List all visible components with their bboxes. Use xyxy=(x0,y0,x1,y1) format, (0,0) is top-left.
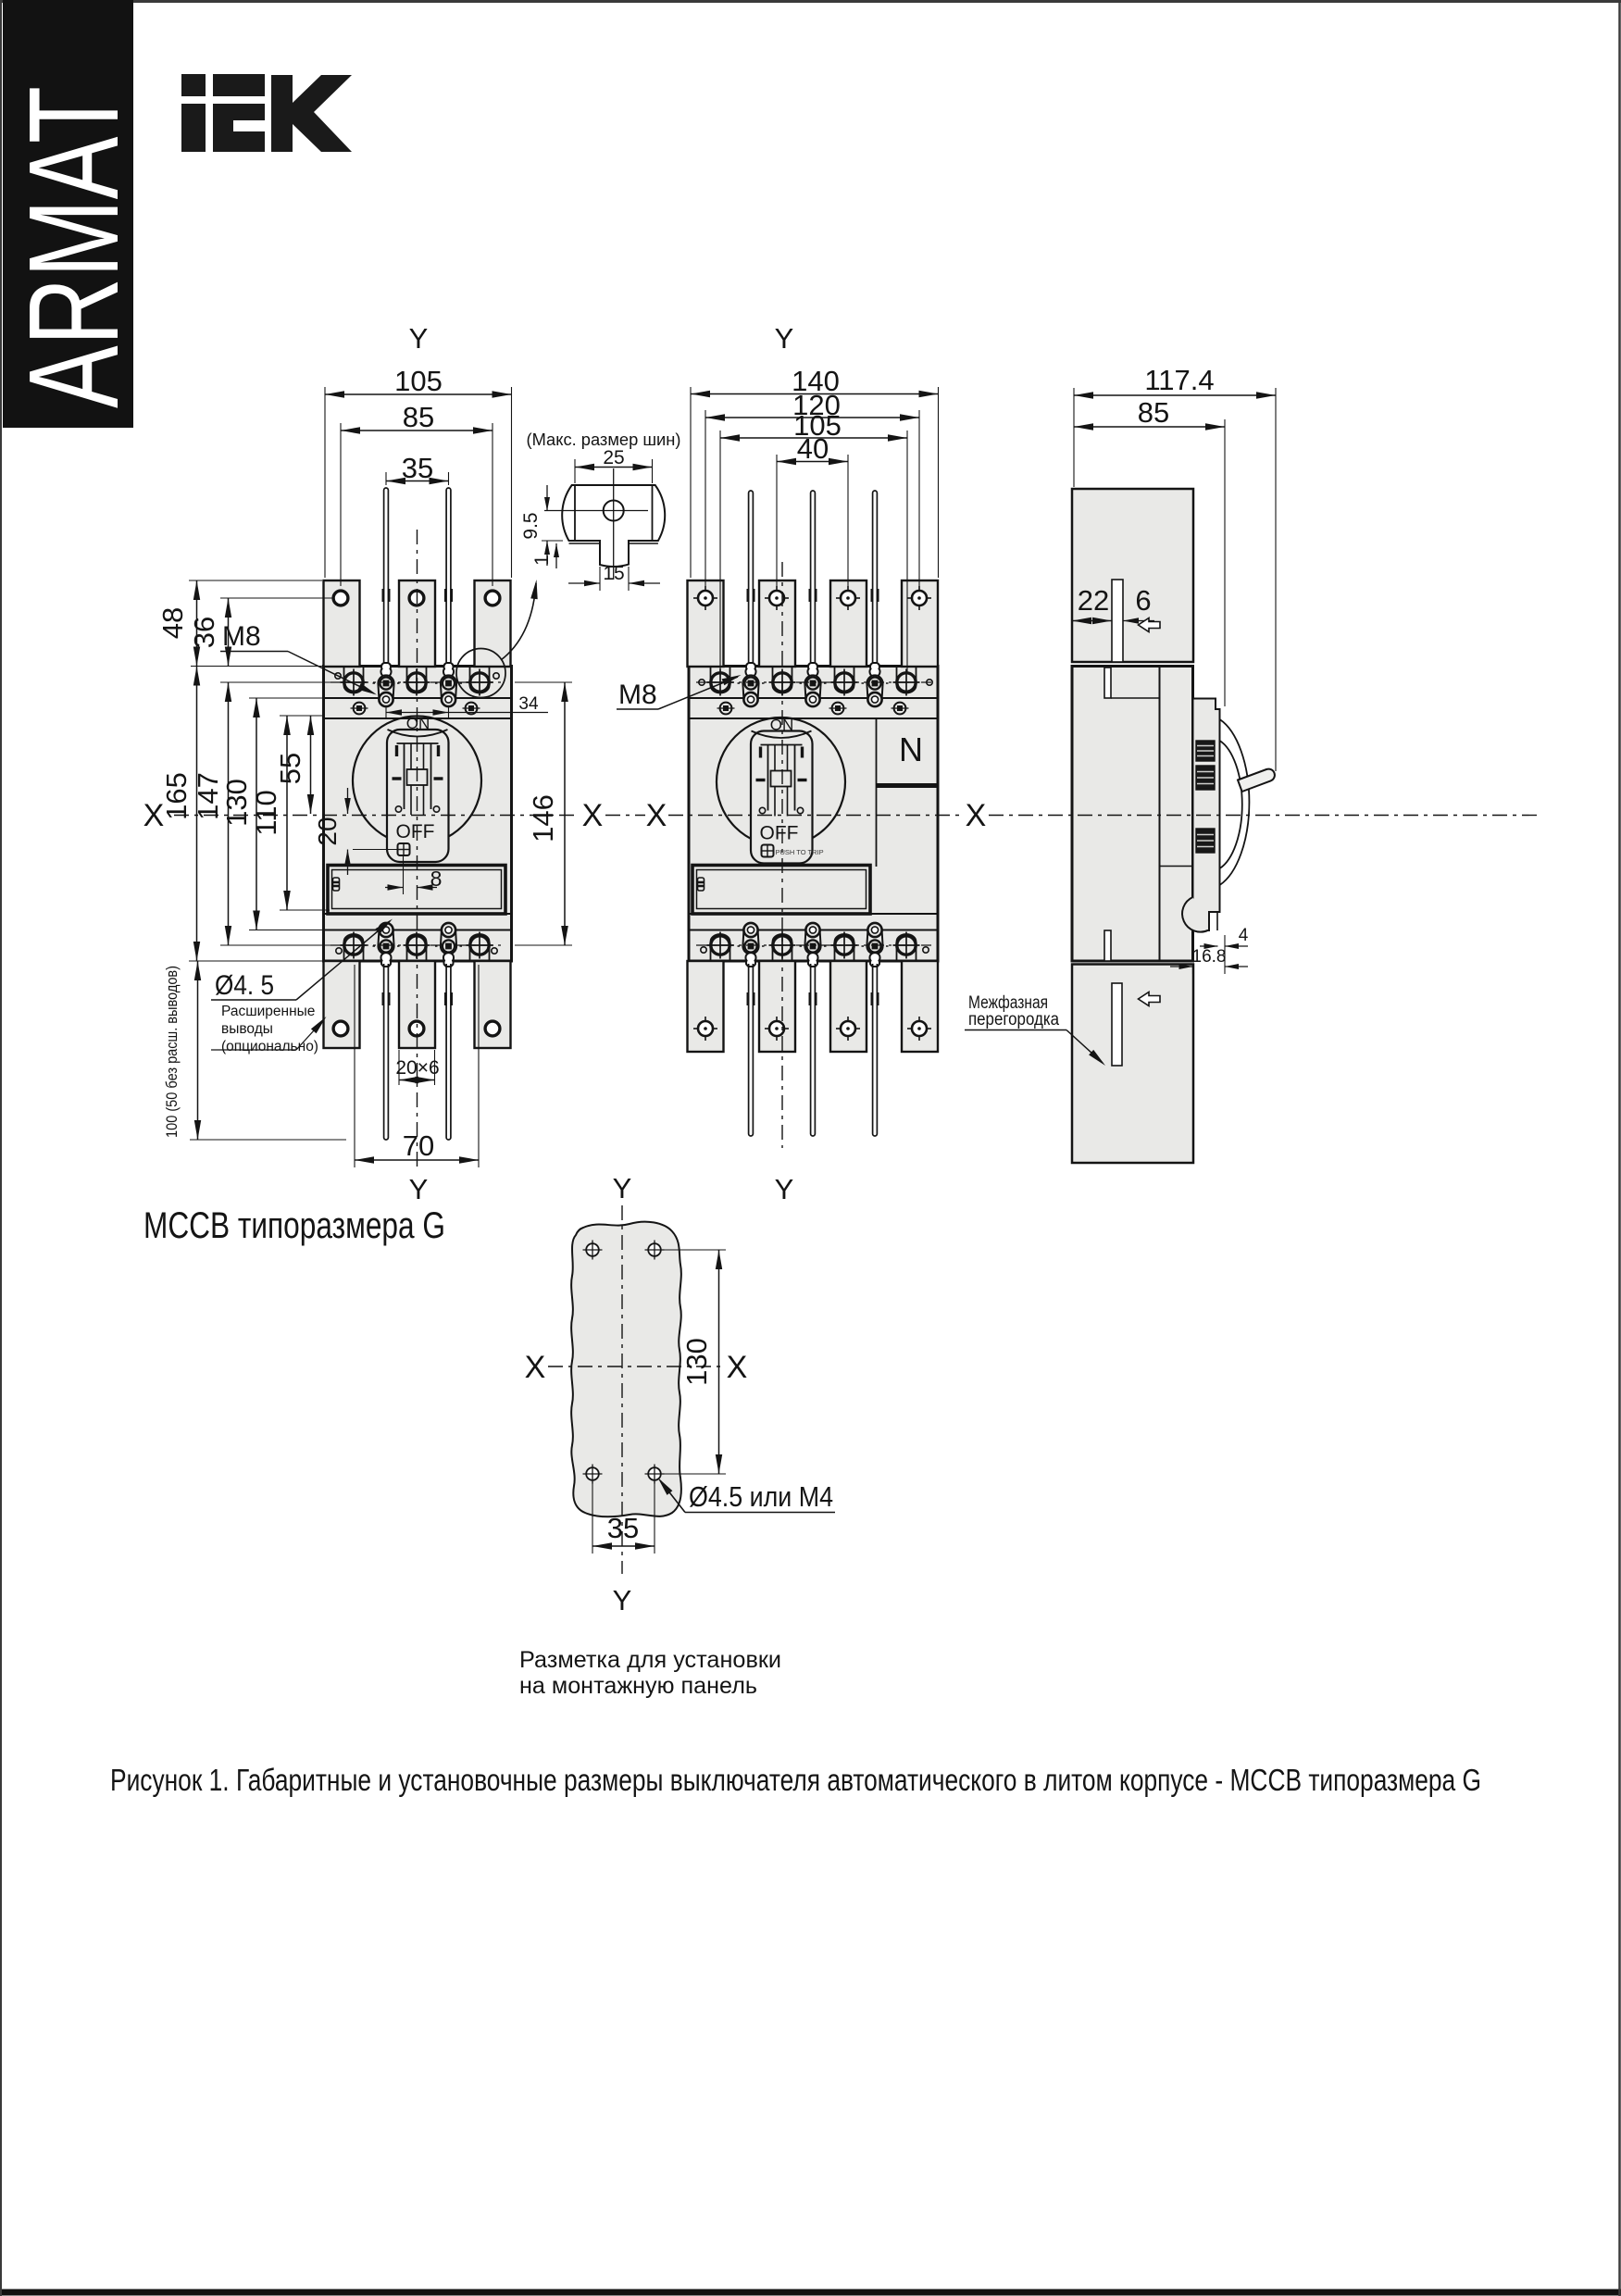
svg-text:1: 1 xyxy=(531,555,553,566)
svg-text:OFF: OFF xyxy=(396,821,435,842)
svg-text:25: 25 xyxy=(603,447,624,468)
svg-text:Расширенные: Расширенные xyxy=(221,1004,315,1019)
svg-text:15: 15 xyxy=(603,563,624,584)
svg-text:6: 6 xyxy=(1135,584,1151,617)
svg-text:70: 70 xyxy=(403,1129,434,1162)
svg-text:35: 35 xyxy=(402,452,433,484)
svg-text:34: 34 xyxy=(518,694,539,714)
svg-text:Ø4.5 или М4: Ø4.5 или М4 xyxy=(689,1480,833,1513)
svg-text:X: X xyxy=(966,798,987,833)
svg-text:117.4: 117.4 xyxy=(1144,364,1214,396)
svg-text:X: X xyxy=(727,1350,748,1385)
svg-text:Рисунок 1. Габаритные и устано: Рисунок 1. Габаритные и установочные раз… xyxy=(110,1763,1481,1797)
svg-text:9.5: 9.5 xyxy=(520,512,542,539)
svg-text:Ø4. 5: Ø4. 5 xyxy=(215,970,274,1001)
svg-text:40: 40 xyxy=(797,432,829,465)
svg-text:Межфазная: Межфазная xyxy=(968,993,1048,1013)
svg-text:48: 48 xyxy=(156,607,189,639)
svg-text:Y: Y xyxy=(775,1173,794,1205)
svg-text:M8: M8 xyxy=(222,621,261,652)
svg-text:Y: Y xyxy=(409,1173,429,1205)
svg-text:X: X xyxy=(582,798,604,833)
svg-text:105: 105 xyxy=(394,365,443,397)
svg-text:M8: M8 xyxy=(618,680,657,710)
svg-text:4: 4 xyxy=(1239,926,1249,945)
svg-text:165: 165 xyxy=(160,772,193,820)
svg-text:140: 140 xyxy=(792,365,840,397)
svg-text:МССВ типоразмера G: МССВ типоразмера G xyxy=(143,1205,445,1246)
svg-text:OFF: OFF xyxy=(760,823,799,844)
svg-text:55: 55 xyxy=(274,753,306,784)
svg-text:Y: Y xyxy=(409,322,429,355)
svg-text:8: 8 xyxy=(430,867,443,891)
svg-text:120: 120 xyxy=(792,389,841,421)
svg-text:20: 20 xyxy=(313,817,342,845)
svg-text:N: N xyxy=(899,730,923,768)
svg-text:36: 36 xyxy=(188,617,220,648)
svg-text:146: 146 xyxy=(527,794,559,842)
svg-text:Y: Y xyxy=(613,1584,632,1616)
svg-text:PUSH TO TRIP: PUSH TO TRIP xyxy=(776,848,824,856)
svg-text:X: X xyxy=(143,798,165,833)
svg-text:16.8: 16.8 xyxy=(1192,947,1227,967)
svg-text:110: 110 xyxy=(250,790,282,835)
svg-text:105: 105 xyxy=(793,409,842,442)
svg-text:Y: Y xyxy=(613,1172,632,1204)
svg-text:22: 22 xyxy=(1078,584,1109,617)
svg-text:на монтажную панель: на монтажную панель xyxy=(519,1673,757,1699)
svg-text:85: 85 xyxy=(1138,396,1169,429)
svg-text:35: 35 xyxy=(607,1512,639,1544)
svg-text:ON: ON xyxy=(406,715,430,732)
svg-text:(опционально): (опционально) xyxy=(221,1039,318,1054)
svg-text:перегородка: перегородка xyxy=(968,1010,1059,1029)
svg-text:X: X xyxy=(525,1350,546,1385)
svg-text:ARMAT: ARMAT xyxy=(3,86,145,408)
svg-text:85: 85 xyxy=(403,401,434,433)
svg-text:X: X xyxy=(646,798,667,833)
svg-text:Y: Y xyxy=(775,322,794,355)
svg-text:(Макс. размер шин): (Макс. размер шин) xyxy=(527,430,681,449)
svg-text:147: 147 xyxy=(192,772,224,820)
svg-text:130: 130 xyxy=(680,1338,713,1386)
svg-text:100 (50 без расш. выводов): 100 (50 без расш. выводов) xyxy=(163,966,181,1138)
svg-text:Разметка для установки: Разметка для установки xyxy=(519,1647,781,1673)
svg-text:130: 130 xyxy=(220,779,253,827)
svg-text:выводы: выводы xyxy=(221,1021,273,1037)
